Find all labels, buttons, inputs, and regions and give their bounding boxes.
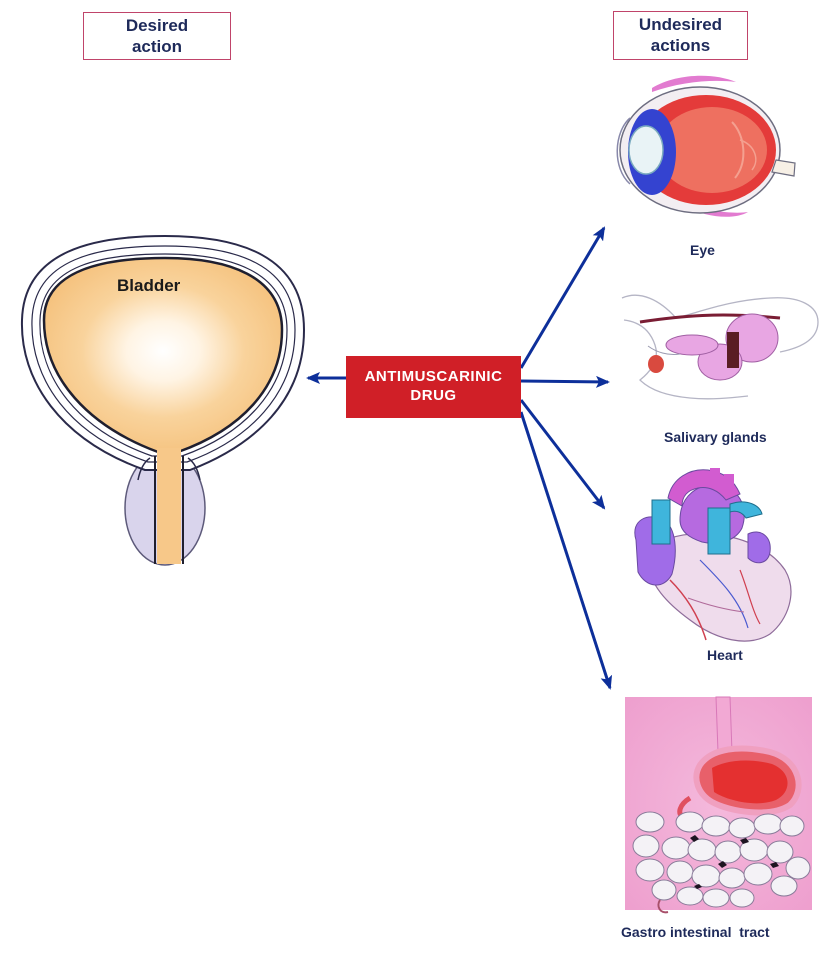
bladder-label: Bladder	[117, 276, 181, 295]
heart-illustration	[634, 468, 792, 642]
arrow-to-heart	[519, 399, 606, 510]
eye-illustration	[616, 75, 796, 217]
bladder-illustration	[20, 234, 306, 566]
undesired-header-line-1: Undesired	[638, 15, 723, 34]
desired-action-header: Desired action	[83, 12, 231, 60]
eye-label: Eye	[690, 242, 715, 258]
drug-label-line-2: DRUG	[410, 387, 457, 404]
gi-tract-label: Gastro intestinal tract	[621, 924, 770, 940]
bladder-lumen	[42, 256, 284, 454]
salivary-glands-illustration	[621, 294, 819, 400]
salivary-glands-label: Salivary glands	[664, 429, 767, 445]
antimuscarinic-drug-box: ANTIMUSCARINIC DRUG	[346, 356, 521, 418]
bladder-inner-wall	[39, 253, 288, 457]
arrow-to-gi	[519, 411, 613, 690]
desired-header-line-1: Desired	[125, 16, 189, 35]
bladder-middle-wall	[31, 245, 296, 463]
desired-header-line-2: action	[131, 37, 183, 56]
arrow-to-eye	[519, 226, 606, 369]
urethra	[157, 448, 181, 564]
arrow-to-salivary	[520, 375, 610, 388]
undesired-header-line-2: actions	[650, 36, 711, 55]
gi-tract-illustration	[625, 696, 812, 914]
heart-label: Heart	[707, 647, 743, 663]
undesired-actions-header: Undesired actions	[613, 11, 748, 60]
arrows	[306, 226, 613, 690]
drug-label-line-1: ANTIMUSCARINIC	[364, 368, 503, 385]
